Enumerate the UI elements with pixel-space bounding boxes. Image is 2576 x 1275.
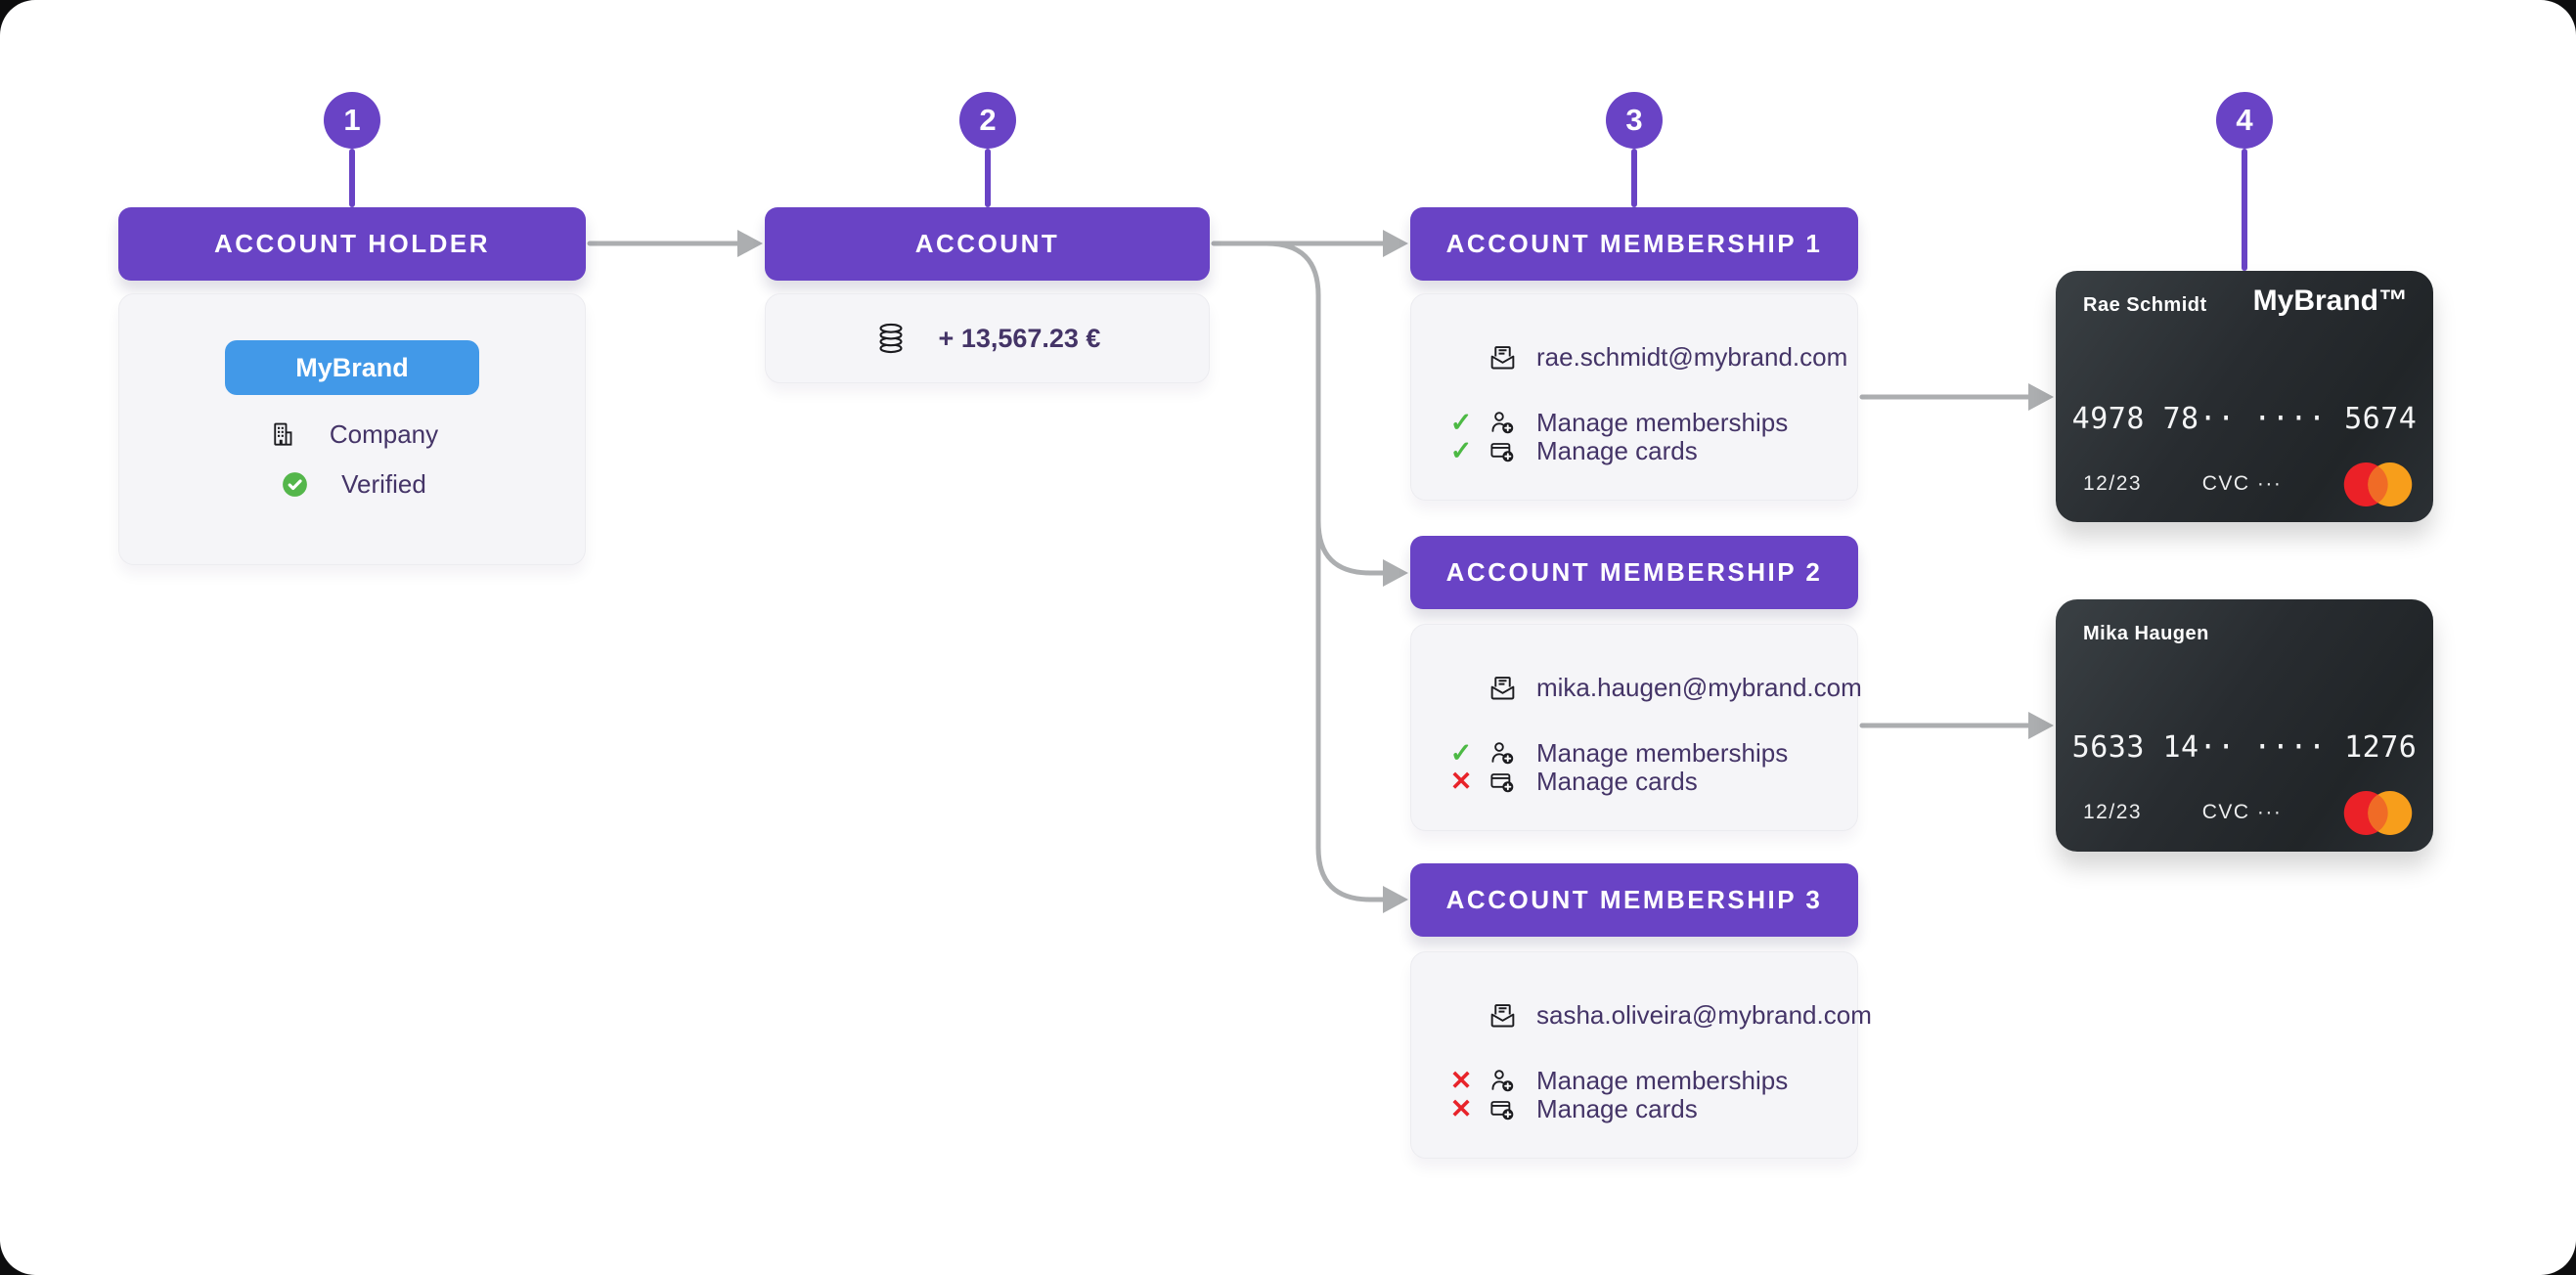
membership-email-row: rae.schmidt@mybrand.com bbox=[1446, 331, 1847, 382]
balance-row: + 13,567.23 € bbox=[766, 294, 1209, 382]
account-holder-card: MyBrand Company bbox=[118, 293, 586, 565]
person-plus-icon bbox=[1486, 409, 1519, 436]
mail-icon bbox=[1486, 673, 1519, 703]
arrowhead-icon bbox=[737, 230, 763, 257]
step-circle-1: 1 bbox=[324, 92, 380, 149]
mail-icon bbox=[1486, 342, 1519, 373]
credit-card-2: Mika Haugen 5633 14·· ···· 1276 12/23 CV… bbox=[2056, 599, 2433, 852]
permission-row: ✓ Manage memberships bbox=[1446, 408, 1843, 437]
membership-3-card: sasha.oliveira@mybrand.com ✕ Manage memb… bbox=[1410, 951, 1872, 1159]
permission-label: Manage cards bbox=[1536, 1093, 1698, 1123]
permission-label: Manage cards bbox=[1536, 435, 1698, 465]
step-stem bbox=[349, 149, 355, 207]
step-stem bbox=[1631, 149, 1637, 207]
holder-status-label: Verified bbox=[341, 468, 426, 499]
membership-email: rae.schmidt@mybrand.com bbox=[1536, 341, 1848, 372]
arrowhead-icon bbox=[1383, 230, 1408, 257]
permission-label: Manage memberships bbox=[1536, 407, 1789, 437]
card-number: 4978 78·· ···· 5674 bbox=[2071, 402, 2418, 436]
arrow-account-to-membership3 bbox=[1264, 241, 1388, 902]
arrowhead-icon bbox=[1383, 886, 1408, 913]
holder-type-row: Company bbox=[119, 416, 585, 453]
person-plus-icon bbox=[1486, 739, 1519, 767]
permission-mark-icon: ✓ bbox=[1449, 435, 1473, 465]
card-cvc: CVC ··· bbox=[2201, 801, 2283, 823]
account-holder-header: ACCOUNT HOLDER bbox=[118, 207, 586, 281]
mail-icon bbox=[1486, 1000, 1519, 1031]
coins-icon bbox=[874, 322, 908, 355]
permission-label: Manage memberships bbox=[1536, 1065, 1789, 1095]
holder-type-label: Company bbox=[329, 418, 439, 449]
permission-mark-icon: ✓ bbox=[1449, 737, 1473, 768]
card-plus-icon bbox=[1486, 437, 1519, 464]
mastercard-icon bbox=[2342, 462, 2414, 507]
card-holder-name: Mika Haugen bbox=[2083, 623, 2209, 644]
arrowhead-icon bbox=[2028, 712, 2054, 739]
permission-row: ✓ Manage memberships bbox=[1446, 738, 1843, 768]
holder-status-row: Verified bbox=[119, 465, 585, 503]
step-stem bbox=[2242, 149, 2247, 271]
arrowhead-icon bbox=[1383, 559, 1408, 587]
step-circle-2: 2 bbox=[959, 92, 1016, 149]
card-expiry: 12/23 bbox=[2083, 472, 2143, 495]
mastercard-icon bbox=[2342, 790, 2414, 836]
membership-email: sasha.oliveira@mybrand.com bbox=[1536, 999, 1872, 1030]
permission-mark-icon: ✕ bbox=[1449, 1093, 1473, 1123]
membership-2-header: ACCOUNT MEMBERSHIP 2 bbox=[1410, 536, 1858, 609]
card-brand-logo: MyBrand™ bbox=[2252, 285, 2408, 317]
balance-value: + 13,567.23 € bbox=[938, 323, 1101, 353]
verified-icon bbox=[278, 469, 311, 500]
arrow-account-to-membership2 bbox=[1315, 518, 1388, 576]
permission-row: ✕ Manage cards bbox=[1446, 767, 1843, 796]
permission-mark-icon: ✕ bbox=[1449, 766, 1473, 796]
card-expiry: 12/23 bbox=[2083, 801, 2143, 823]
permission-mark-icon: ✓ bbox=[1449, 407, 1473, 437]
card-plus-icon bbox=[1486, 1095, 1519, 1122]
membership-1-card: rae.schmidt@mybrand.com ✓ Manage members… bbox=[1410, 293, 1858, 501]
card-cvc: CVC ··· bbox=[2201, 472, 2283, 495]
permission-row: ✕ Manage memberships bbox=[1446, 1066, 1843, 1095]
step-circle-4: 4 bbox=[2216, 92, 2273, 149]
arrowhead-icon bbox=[2028, 383, 2054, 411]
building-icon bbox=[266, 419, 299, 449]
membership-3-header: ACCOUNT MEMBERSHIP 3 bbox=[1410, 863, 1858, 937]
credit-card-1: Rae Schmidt MyBrand™ 4978 78·· ···· 5674… bbox=[2056, 271, 2433, 522]
account-balance-card: + 13,567.23 € bbox=[765, 293, 1210, 383]
step-circle-3: 3 bbox=[1606, 92, 1663, 149]
person-plus-icon bbox=[1486, 1067, 1519, 1094]
account-header: ACCOUNT bbox=[765, 207, 1210, 281]
membership-email: mika.haugen@mybrand.com bbox=[1536, 672, 1862, 702]
brand-badge: MyBrand bbox=[225, 340, 479, 395]
membership-2-card: mika.haugen@mybrand.com ✓ Manage members… bbox=[1410, 624, 1862, 831]
permission-row: ✓ Manage cards bbox=[1446, 436, 1843, 465]
permission-label: Manage memberships bbox=[1536, 737, 1789, 768]
step-stem bbox=[985, 149, 991, 207]
permission-label: Manage cards bbox=[1536, 766, 1698, 796]
card-plus-icon bbox=[1486, 768, 1519, 795]
card-holder-name: Rae Schmidt bbox=[2083, 294, 2207, 316]
permission-row: ✕ Manage cards bbox=[1446, 1094, 1843, 1123]
card-number: 5633 14·· ···· 1276 bbox=[2071, 730, 2418, 765]
membership-1-header: ACCOUNT MEMBERSHIP 1 bbox=[1410, 207, 1858, 281]
membership-email-row: sasha.oliveira@mybrand.com bbox=[1446, 989, 1872, 1040]
permission-mark-icon: ✕ bbox=[1449, 1065, 1473, 1095]
membership-email-row: mika.haugen@mybrand.com bbox=[1446, 662, 1862, 713]
